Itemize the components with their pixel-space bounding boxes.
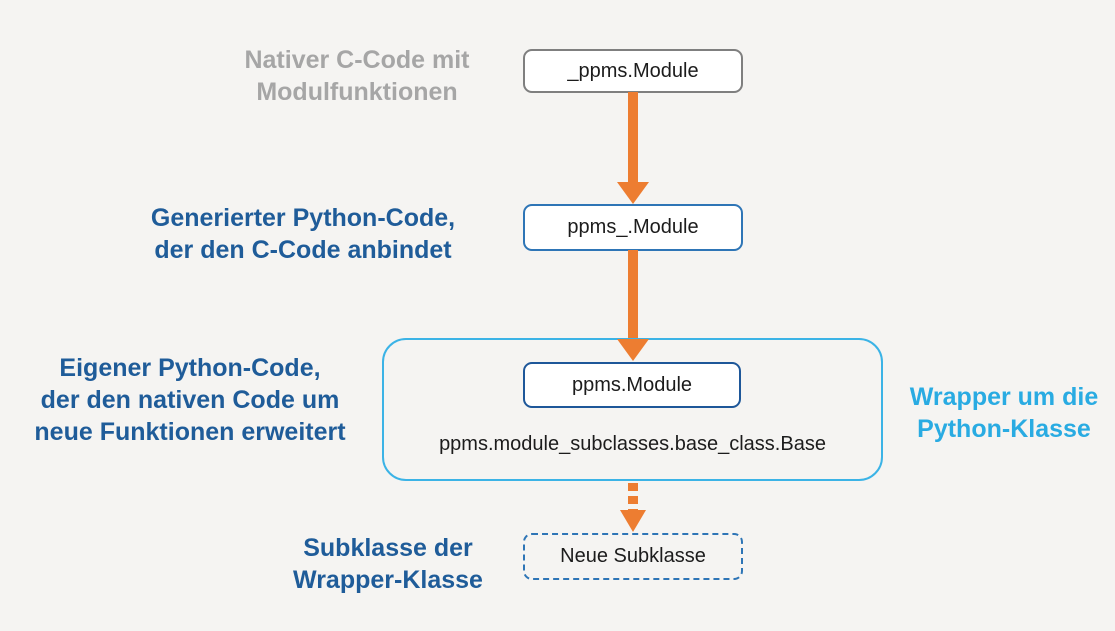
arrow-wrapper-to-subclass-head — [620, 510, 646, 532]
node-ppms-generated-module: ppms_.Module — [523, 204, 743, 251]
caption-native-c-code: Nativer C-Code mit Modulfunktionen — [244, 46, 470, 106]
node-new-subclass-label: Neue Subklasse — [560, 545, 706, 567]
node-ppms-wrapper-module-label: ppms.Module — [571, 373, 693, 396]
arrow-native-to-generated-head — [617, 182, 649, 204]
node-ppms-native-module-label: _ppms.Module — [567, 59, 699, 82]
arrow-generated-to-wrapper-shaft — [628, 250, 638, 340]
caption-generated-python-code: Generierter Python-Code, der den C-Code … — [150, 204, 456, 264]
node-ppms-wrapper-module: ppms.Module — [523, 362, 741, 408]
arrow-wrapper-to-subclass-shaft — [628, 483, 638, 510]
caption-own-python-code: Eigener Python-Code, der den nativen Cod… — [34, 354, 346, 446]
wrapper-base-class-path: ppms.module_subclasses.base_class.Base — [439, 433, 826, 455]
node-ppms-native-module: _ppms.Module — [523, 49, 743, 93]
node-ppms-generated-module-label: ppms_.Module — [567, 216, 699, 238]
caption-subclass-of-wrapper: Subklasse der Wrapper-Klasse — [293, 534, 483, 594]
node-new-subclass: Neue Subklasse — [523, 533, 743, 580]
arrow-native-to-generated-shaft — [628, 92, 638, 182]
caption-wrapper-python-class: Wrapper um die Python-Klasse — [909, 383, 1099, 443]
arrow-generated-to-wrapper-head — [617, 339, 649, 361]
